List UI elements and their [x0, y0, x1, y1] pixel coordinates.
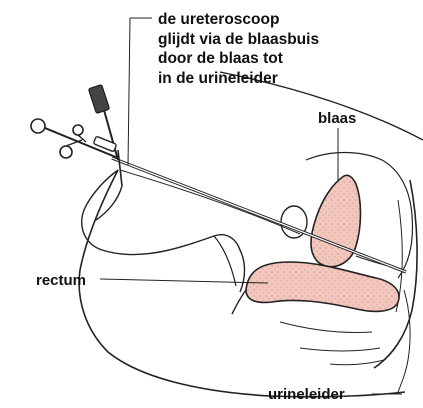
pelvic-floor-2 — [300, 348, 380, 351]
pelvic-floor-3 — [330, 360, 384, 365]
rectum-organ — [246, 262, 399, 311]
perineum-outline — [214, 236, 236, 286]
pelvic-floor-1 — [280, 322, 372, 333]
label-rectum: rectum — [36, 272, 86, 289]
caption-line-2: glijdt via de blaasbuis — [158, 30, 398, 50]
urethra — [120, 170, 300, 234]
label-blaas: blaas — [318, 110, 356, 127]
eyepiece — [88, 84, 109, 113]
handle-ring-1 — [31, 119, 45, 133]
caption-line-1: de ureteroscoop — [158, 10, 398, 30]
handle-ring-2 — [60, 146, 72, 158]
light-cable — [118, 150, 122, 186]
thigh-outline — [82, 170, 245, 292]
caption-line-4: in de urineleider — [158, 69, 398, 89]
handle-ring-3 — [73, 125, 83, 135]
light-cable-curve — [96, 186, 122, 220]
caption-text: de ureteroscoop glijdt via de blaasbuis … — [158, 10, 398, 88]
ureteroscope-shaft-inner — [112, 158, 406, 272]
caption-line-3: door de blaas tot — [158, 49, 398, 69]
anal-canal — [232, 290, 246, 314]
caption-leader-vertical — [128, 18, 130, 165]
label-urineleider: urineleider — [268, 386, 345, 403]
